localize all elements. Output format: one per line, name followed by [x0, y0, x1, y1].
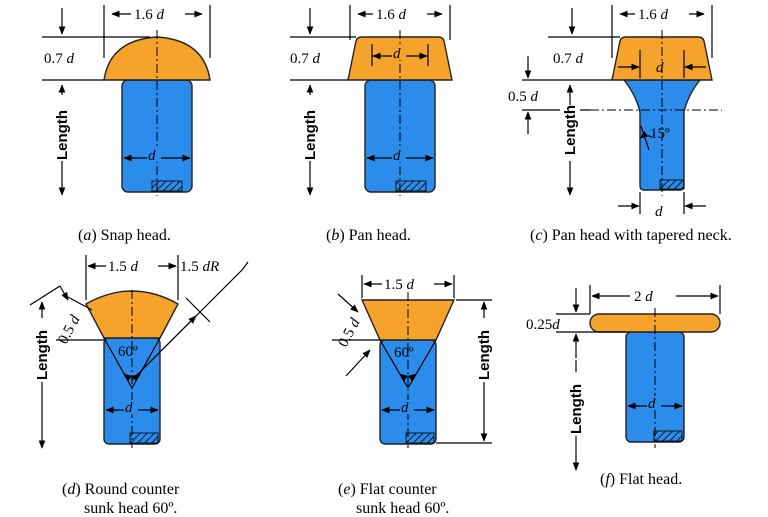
- dim-c-neck-height-label: 0.5 d: [508, 89, 539, 105]
- dim-e-length-label: Length: [476, 330, 493, 380]
- caption-c: (c) Pan head with tapered neck.: [530, 227, 732, 244]
- dim-a-head-height-label: 0.7 d: [44, 51, 75, 67]
- rivet-e-hatch: [405, 432, 435, 444]
- panel-a-snap-head: 1.6 d 0.7 d Length d (a) Snap head.: [42, 4, 211, 244]
- dim-a-head-width-label: 1.6 d: [134, 7, 165, 23]
- dim-b-head-inner-label: d: [393, 46, 401, 62]
- rivet-f-hatch: [653, 430, 683, 442]
- dim-b-head-width-label: 1.6 d: [376, 7, 407, 23]
- dim-f-shank-label: d: [648, 396, 656, 412]
- panel-f-flat-head: 2 d 0.25d Length d (f) Flat head.: [526, 285, 721, 488]
- dim-b-shank-label: d: [393, 148, 401, 164]
- dim-c-head-inner-label: d: [656, 60, 664, 76]
- dim-d-shank-label: d: [125, 400, 133, 416]
- panel-c-pan-head-tapered-neck: 1.6 d d 0.7 d 0.5 d Length 15º d (c) Pan…: [508, 4, 732, 244]
- caption-b: (b) Pan head.: [326, 227, 411, 244]
- dim-a-length-label: Length: [54, 110, 71, 160]
- rivet-c-hatch: [659, 179, 685, 190]
- dim-e-head-width-label: 1.5 d: [384, 277, 415, 293]
- dim-f-head-width-label: 2 d: [634, 289, 653, 305]
- rivet-d-hatch: [129, 432, 159, 444]
- dim-d-length-label: Length: [34, 330, 51, 380]
- caption-a: (a) Snap head.: [78, 227, 171, 244]
- dim-a-shank-label: d: [148, 148, 156, 164]
- dim-c-head-height-label: 0.7 d: [553, 51, 584, 67]
- dim-b-length-label: Length: [302, 110, 319, 160]
- dim-d-cone-angle-label: 60º: [118, 344, 138, 360]
- dim-d-head-height-label: 0.5 d: [55, 312, 83, 346]
- rivet-b-hatch: [395, 180, 427, 192]
- caption-e-line2: sunk head 60º.: [356, 500, 449, 517]
- dim-d-head-width-label: 1.5 d: [108, 259, 139, 275]
- dim-c-head-width-label: 1.6 d: [638, 7, 669, 23]
- dim-e-head-height-label: 0.5 d: [335, 315, 363, 349]
- dim-e-shank-label: d: [401, 400, 409, 416]
- panel-b-pan-head: 1.6 d d 0.7 d Length d (b) Pan head.: [290, 4, 453, 244]
- caption-d-line1: (d) Round counter: [62, 481, 180, 498]
- dim-c-shank-label: d: [655, 204, 663, 220]
- dim-e-cone-angle-label: 60º: [394, 345, 414, 361]
- dim-c-length-label: Length: [562, 105, 579, 155]
- dim-f-length-label: Length: [568, 384, 585, 434]
- dim-b-head-height-label: 0.7 d: [290, 51, 321, 67]
- caption-f: (f) Flat head.: [600, 471, 682, 488]
- rivet-a-hatch: [151, 180, 183, 192]
- dim-d-radius-label: 1.5 dR: [180, 259, 219, 275]
- panel-e-flat-countersunk: 60º 1.5 d 0.5 d Length d (e) Flat counte…: [332, 274, 494, 517]
- dim-f-head-height-label: 0.25d: [526, 317, 560, 333]
- dim-c-neck-angle-label: 15º: [650, 126, 670, 142]
- caption-e-line1: (e) Flat counter: [338, 481, 437, 498]
- panel-d-round-countersunk: 60º 1.5 d 1.5 dR 0.5 d Length d (d) Roun…: [29, 255, 249, 517]
- caption-d-line2: sunk head 60º.: [84, 500, 177, 517]
